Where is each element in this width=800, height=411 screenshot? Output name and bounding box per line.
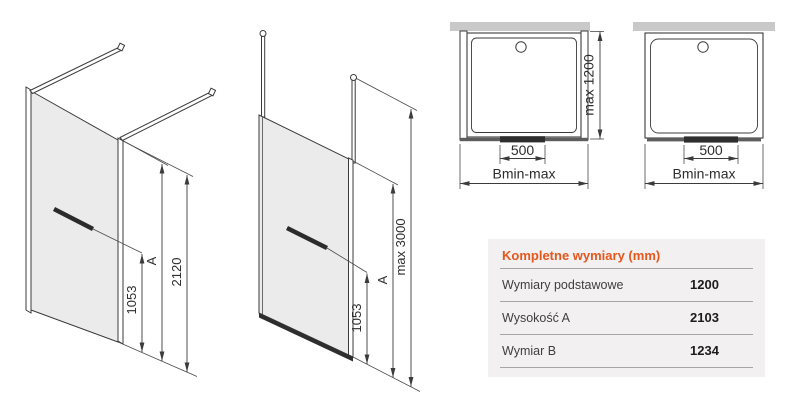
shower-tray-inner — [650, 38, 758, 134]
dimensions-table: Kompletne wymiary (mm) Wymiary podstawow… — [488, 239, 765, 377]
table-row: Wymiary podstawowe 1200 — [488, 269, 765, 301]
iso-drawing-wall-mounted: 1053 A 2120 — [25, 42, 217, 377]
table-title: Kompletne wymiary (mm) — [502, 248, 661, 263]
edge-profile — [117, 137, 124, 345]
wall-mount-cap — [116, 42, 126, 52]
post-cap — [259, 30, 267, 37]
ceiling-post — [351, 79, 356, 164]
side-profile-left — [459, 30, 468, 141]
extension-line — [122, 140, 194, 177]
row-value: 2103 — [690, 310, 719, 325]
towel-handle — [52, 206, 95, 232]
towel-handle — [285, 225, 329, 251]
divider — [500, 367, 753, 368]
table-row: Wysokość A 2103 — [488, 302, 765, 334]
row-label: Wymiary podstawowe — [502, 278, 624, 292]
extension-line — [352, 160, 399, 186]
leader-line — [326, 247, 368, 273]
dim-label-b: Bmin-max — [492, 166, 555, 182]
floor-baseline — [352, 356, 421, 392]
top-view-with-side-profiles: 500 Bmin-max max 1200 — [450, 22, 604, 189]
row-value: 1200 — [690, 277, 719, 292]
extension-line — [356, 78, 418, 111]
screen-bar-center — [684, 136, 738, 143]
dim-label-a: A — [375, 275, 390, 284]
wall-mount-cap — [207, 87, 217, 97]
wall — [633, 22, 775, 31]
dim-label-1053: 1053 — [349, 304, 364, 333]
dim-label-2120: 2120 — [169, 258, 184, 287]
dim-label-1053: 1053 — [124, 286, 139, 315]
dim-label-b: Bmin-max — [672, 166, 735, 182]
divider — [500, 334, 753, 335]
dim-label-max3000: max 3000 — [393, 218, 408, 275]
stabilizer-bar — [29, 46, 123, 95]
table-row: Wymiar B 1234 — [488, 335, 765, 367]
leader-line — [92, 228, 143, 254]
dim-label-a: A — [144, 256, 159, 265]
stabilizer-bar — [119, 91, 214, 142]
row-value: 1234 — [690, 343, 719, 358]
dim-label-500: 500 — [511, 142, 535, 158]
bottom-rail — [259, 313, 353, 362]
divider — [500, 268, 753, 269]
iso-drawing-ceiling-mounted: 1053 A max 3000 — [258, 30, 421, 392]
dim-label-500: 500 — [699, 142, 723, 158]
row-label: Wymiar B — [502, 344, 557, 358]
post-cap — [350, 74, 357, 81]
wall — [450, 22, 590, 31]
screen-bar-center — [500, 136, 545, 143]
drain — [697, 41, 709, 53]
divider — [500, 301, 753, 302]
glass-panel — [30, 90, 119, 343]
floor-baseline — [117, 341, 198, 377]
row-label: Wysokość A — [502, 311, 570, 325]
drain — [515, 41, 527, 53]
shower-tray-inner — [471, 37, 577, 133]
dim-label-max1200: max 1200 — [581, 54, 597, 116]
wall-profile — [25, 86, 32, 314]
ceiling-post — [261, 35, 266, 118]
top-view-tray-only: 500 Bmin-max — [633, 22, 775, 189]
